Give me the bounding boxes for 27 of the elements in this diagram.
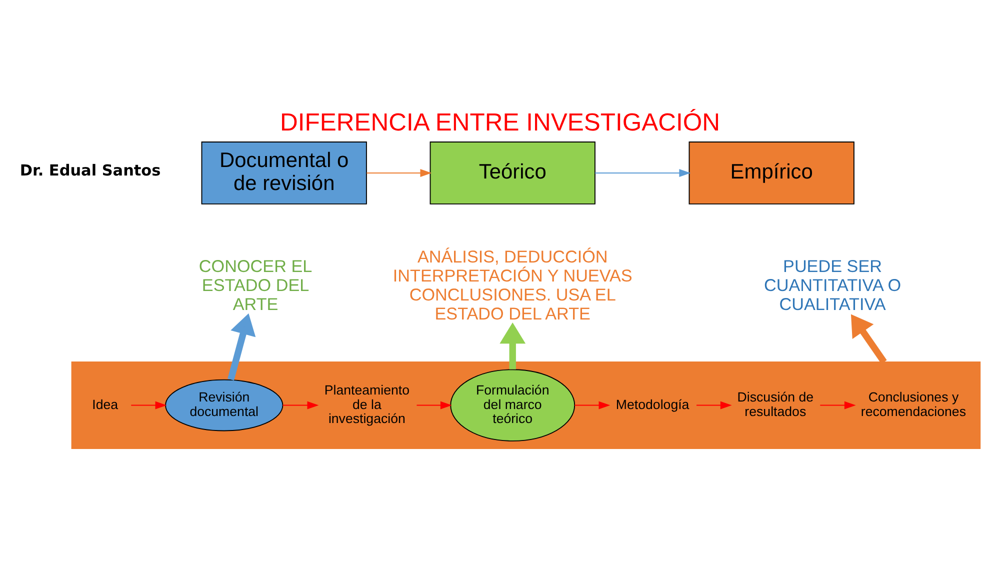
node-box: Empírico — [688, 142, 854, 204]
node-text: Metodología — [616, 396, 690, 412]
node-text: Planteamiento de la investigación — [324, 382, 410, 426]
node-text: CONOCER EL ESTADO DEL ARTE — [198, 256, 312, 314]
arrow — [500, 322, 526, 370]
label: Dr. Edual Santos — [20, 162, 161, 180]
node-text: Conclusiones y recomendaciones — [860, 390, 966, 419]
node-text: Idea — [92, 396, 118, 412]
node-text: PUEDE SER CUANTITATIVA O CUALITATIVA — [764, 256, 902, 314]
arrow — [282, 401, 319, 410]
arrow — [850, 314, 887, 364]
arrow — [574, 401, 610, 410]
arrow — [416, 401, 452, 410]
arrow — [228, 313, 256, 380]
node-text: ANÁLISIS, DEDUCCIÓN INTERPRETACIÓN Y NUEVAS CONCLUSIONES. USA EL ESTADO DEL ARTE — [392, 246, 632, 324]
arrow — [130, 401, 167, 410]
node-box: Documental o de revisión — [201, 142, 367, 204]
node-box: Teórico — [430, 142, 596, 204]
node-ellipse: Revisión documental — [165, 379, 284, 432]
node-text: Discusión de resultados — [737, 390, 814, 419]
node-ellipse: Formulación del marco teórico — [450, 369, 576, 442]
arrow — [820, 401, 856, 410]
arrow — [594, 168, 691, 177]
cluster — [71, 362, 981, 450]
arrow — [696, 401, 732, 410]
arrow — [366, 168, 432, 177]
diagram-title: DIFERENCIA ENTRE INVESTIGACIÓN — [280, 109, 720, 136]
